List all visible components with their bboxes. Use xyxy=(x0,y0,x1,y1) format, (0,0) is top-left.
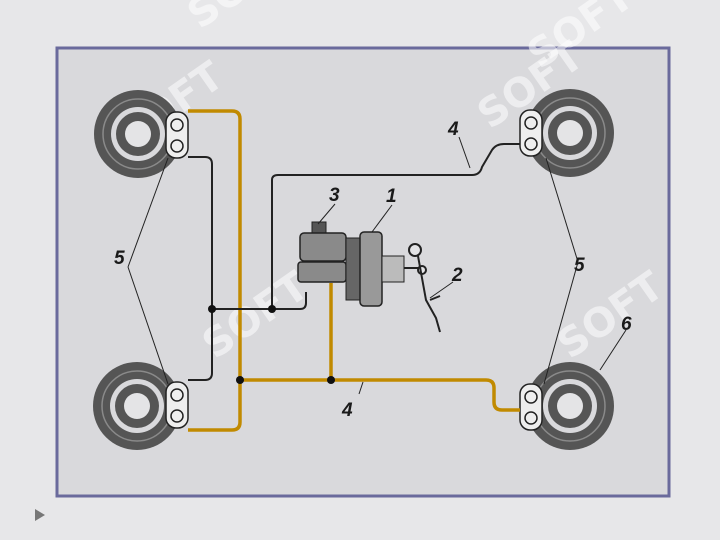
label-3: 3 xyxy=(329,185,340,206)
junctions xyxy=(208,305,335,384)
callout-labels: 3 1 2 4 4 5 5 6 xyxy=(114,119,632,421)
label-4-bottom: 4 xyxy=(341,400,353,421)
label-5-left: 5 xyxy=(114,248,125,269)
brake-pedal xyxy=(408,243,441,333)
watermark: SOFT xyxy=(179,0,302,38)
calipers xyxy=(165,109,543,431)
leader-lines xyxy=(127,136,627,395)
master-cylinder xyxy=(297,221,420,307)
label-5-right: 5 xyxy=(574,255,585,276)
label-2: 2 xyxy=(451,265,463,286)
brake-line-primary xyxy=(188,109,520,432)
brake-line-secondary xyxy=(188,143,520,381)
label-6: 6 xyxy=(621,314,632,335)
play-icon[interactable] xyxy=(35,509,45,521)
label-4-top: 4 xyxy=(447,119,459,140)
label-1: 1 xyxy=(386,186,397,207)
